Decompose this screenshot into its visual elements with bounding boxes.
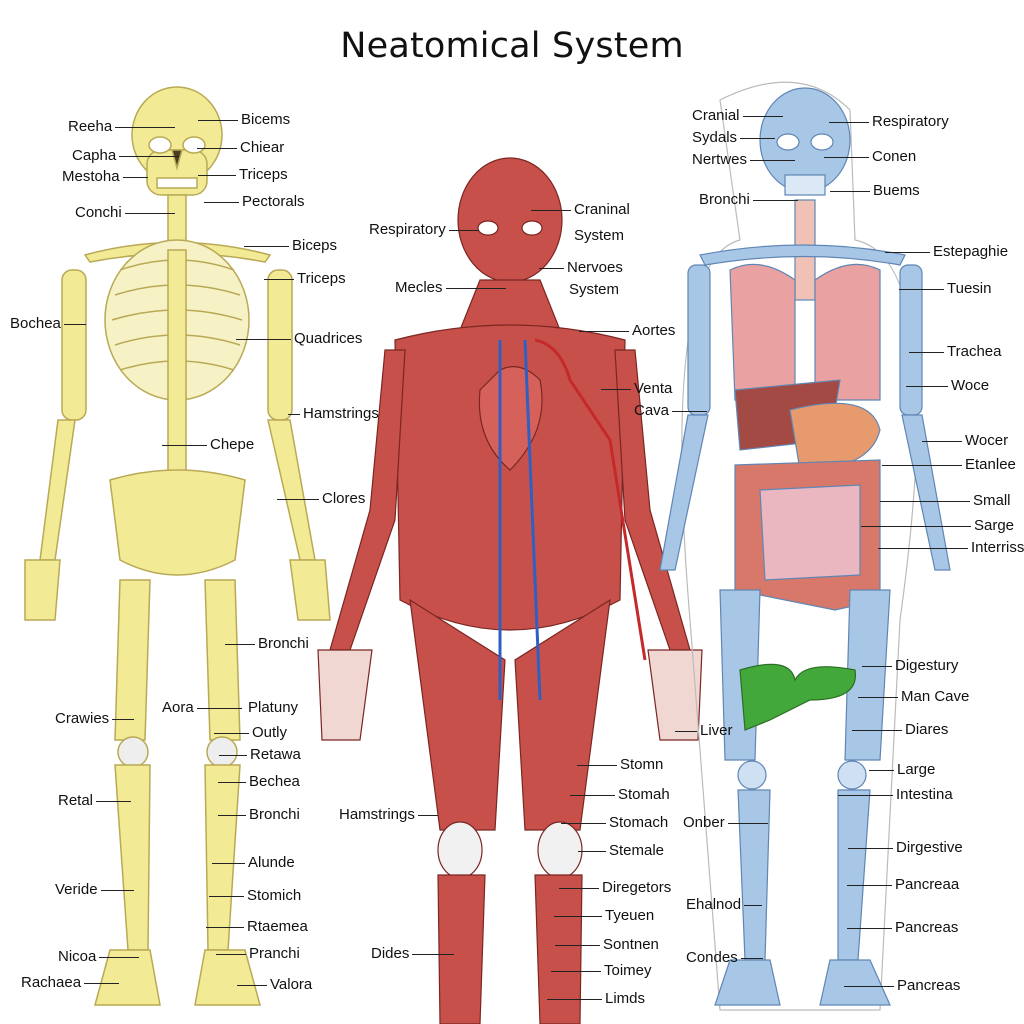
skeleton-label: Retal <box>58 792 132 809</box>
organs-label: Sarge <box>860 517 1015 534</box>
diagram-title: Neatomical System <box>340 26 684 66</box>
skeleton-label: Triceps <box>264 270 346 287</box>
organs-label: Pancreas <box>843 977 961 994</box>
organs-label: Woce <box>905 377 990 394</box>
muscular-label: System <box>569 281 620 298</box>
muscular-label: Aortes <box>578 322 676 339</box>
skeleton-label: Triceps <box>198 166 288 183</box>
organs-label: Pancreaa <box>846 876 960 893</box>
muscular-label: Stemale <box>577 842 665 859</box>
skeleton-label: Chepe <box>161 436 255 453</box>
muscular-label: System <box>574 227 625 244</box>
skeleton-label: Conchi <box>75 204 175 221</box>
muscular-label: Limds <box>546 990 646 1007</box>
skeleton-label: Crawies <box>55 710 135 727</box>
muscular-label: Dides <box>371 945 456 962</box>
organs-label: Intestina <box>838 786 953 803</box>
organs-label: Estepaghie <box>884 243 1009 260</box>
skeleton-label: Alunde <box>212 854 295 871</box>
skeleton-label: Hamstrings <box>288 405 379 422</box>
muscular-label: Stomn <box>576 756 664 773</box>
muscular-label: Stomah <box>570 786 670 803</box>
organs-label: Wocer <box>921 432 1009 449</box>
skeleton-label: Pectorals <box>204 193 305 210</box>
muscular-label: Stomach <box>560 814 669 831</box>
organs-label: Etanlee <box>882 456 1016 473</box>
organs-label: Pancreas <box>846 919 959 936</box>
skeleton-label: Reeha <box>68 118 176 135</box>
organs-label: Condes <box>686 949 763 966</box>
muscular-label: Mecles <box>395 279 505 296</box>
organs-label: Bronchi <box>699 191 798 208</box>
skeleton-label: Nicoa <box>58 948 141 965</box>
muscular-label: Toimey <box>551 962 652 979</box>
skeleton-label: Aora <box>162 699 241 716</box>
muscular-label: Respiratory <box>369 221 479 238</box>
skeleton-label: Bochea <box>10 315 86 332</box>
skeleton-label: Platuny <box>248 699 299 716</box>
skeleton-label: Bechea <box>218 773 300 790</box>
organs-label: Conen <box>823 148 917 165</box>
organs-label: Interriss <box>877 539 1024 556</box>
skeleton-label: Biceps <box>243 237 338 254</box>
skeleton-label: Capha <box>72 147 180 164</box>
skeleton-label: Veride <box>55 881 133 898</box>
muscular-label: Sontnen <box>555 936 659 953</box>
organs-label: Cranial <box>692 107 782 124</box>
skeleton-label: Bronchi <box>225 635 309 652</box>
skeleton-label: Pranchi <box>216 945 300 962</box>
muscular-label: Tyeuen <box>553 907 655 924</box>
organs-label: Digestury <box>861 657 959 674</box>
skeleton-label: Bronchi <box>218 806 300 823</box>
skeleton-label: Mestoha <box>62 168 147 185</box>
muscular-label: Hamstrings <box>339 806 438 823</box>
skeleton-label: Rtaemea <box>206 918 308 935</box>
organs-label: Liver <box>675 722 733 739</box>
organs-label: Diares <box>851 721 949 738</box>
skeleton-label: Bicems <box>197 111 291 128</box>
organs-label: Sydals <box>692 129 776 146</box>
muscular-label: Nervoes <box>539 259 623 276</box>
organs-label: Ehalnod <box>686 896 763 913</box>
skeleton-label: Quadrices <box>235 330 363 347</box>
skeleton-label: Retawa <box>219 746 301 763</box>
organs-label: Dirgestive <box>848 839 963 856</box>
muscular-label: Venta <box>600 380 673 397</box>
organs-figure <box>659 81 951 1011</box>
muscular-label: Diregetors <box>558 879 672 896</box>
organs-label: Man Cave <box>857 688 970 705</box>
skeleton-label: Valora <box>236 976 313 993</box>
organs-label: Buems <box>830 182 920 199</box>
skeleton-figure <box>24 86 331 1006</box>
muscular-label: Craninal <box>531 201 630 218</box>
skeleton-label: Rachaea <box>21 974 120 991</box>
skeleton-label: Clores <box>276 490 366 507</box>
organs-label: Nertwes <box>692 151 796 168</box>
organs-label: Large <box>868 761 936 778</box>
skeleton-label: Outly <box>213 724 288 741</box>
organs-label: Tuesin <box>898 280 992 297</box>
organs-label: Small <box>881 492 1011 509</box>
organs-label: Trachea <box>908 343 1002 360</box>
muscular-label: Cava <box>634 402 708 419</box>
muscular-figure <box>317 157 703 1024</box>
skeleton-label: Chiear <box>196 139 285 156</box>
organs-label: Respiratory <box>829 113 949 130</box>
skeleton-label: Stomich <box>208 887 302 904</box>
organs-label: Onber <box>683 814 768 831</box>
